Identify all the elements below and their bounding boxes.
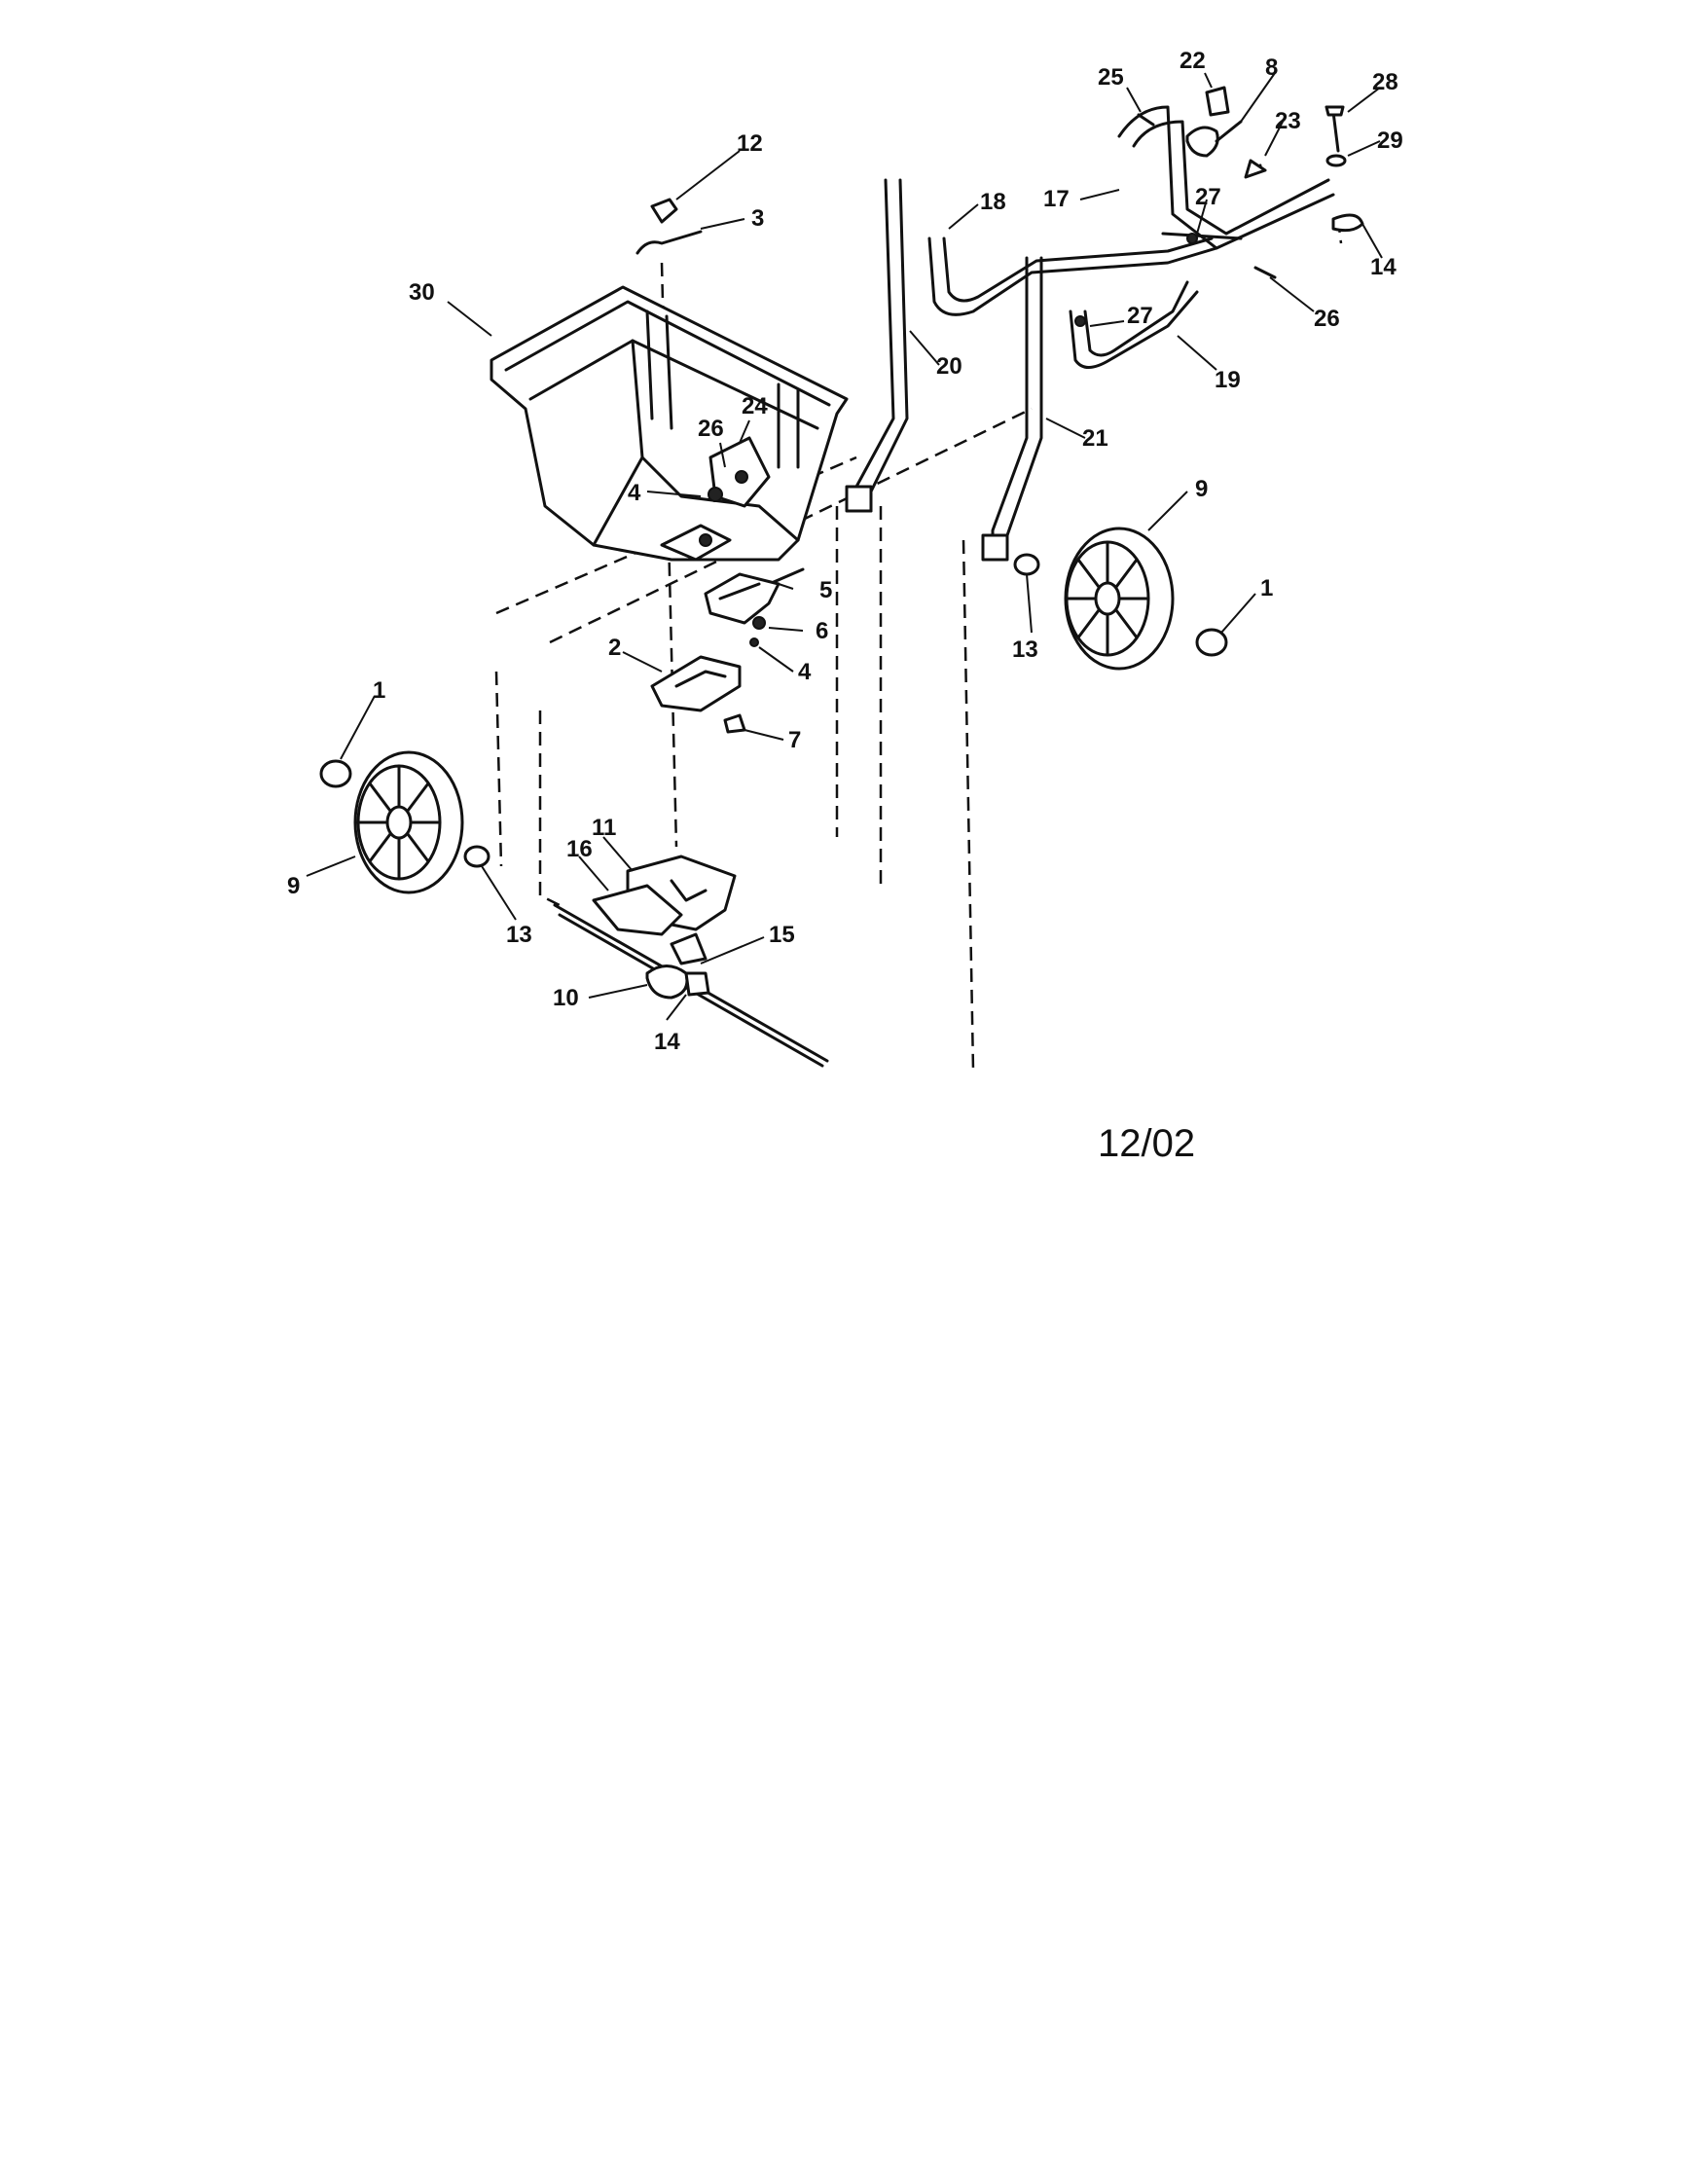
callout-9-right: 9 (1195, 476, 1208, 502)
callout-29: 29 (1377, 127, 1403, 154)
callout-16: 16 (566, 836, 593, 862)
callout-28: 28 (1372, 69, 1398, 95)
left-wheel (353, 750, 464, 894)
spreader-assembly (553, 855, 829, 1068)
callout-17: 17 (1043, 186, 1070, 212)
callout-10: 10 (553, 985, 579, 1011)
callout-7: 7 (788, 727, 801, 753)
callout-1-left: 1 (373, 677, 385, 704)
callout-3: 3 (751, 205, 764, 232)
callout-18: 18 (980, 189, 1006, 215)
callout-30: 30 (409, 279, 435, 306)
gate-parts (650, 567, 805, 734)
callout-9-left: 9 (287, 873, 300, 899)
callout-4-lower: 4 (798, 659, 812, 685)
callout-12: 12 (737, 130, 763, 157)
callout-5: 5 (819, 577, 832, 603)
frame-tubes (845, 105, 1335, 562)
callout-19: 19 (1215, 367, 1241, 393)
right-wheel (1064, 527, 1175, 671)
callout-23: 23 (1275, 108, 1301, 134)
callout-6: 6 (816, 618, 828, 644)
callout-4-upper: 4 (628, 480, 641, 506)
callout-11: 11 (592, 815, 616, 841)
callout-27-upper: 27 (1195, 184, 1221, 210)
callout-20: 20 (936, 353, 962, 380)
callout-15: 15 (769, 922, 795, 948)
callout-13-right: 13 (1012, 637, 1038, 663)
callout-13-left: 13 (506, 922, 532, 948)
callout-8: 8 (1265, 55, 1278, 81)
callout-2: 2 (608, 635, 621, 661)
agitator-parts (635, 198, 703, 255)
callout-leaders (306, 72, 1383, 1021)
callout-14-bottom: 14 (654, 1029, 680, 1055)
callout-14-top: 14 (1370, 254, 1397, 280)
callout-21: 21 (1082, 425, 1108, 452)
callout-25: 25 (1098, 64, 1124, 91)
callout-27-lower: 27 (1127, 303, 1153, 329)
hopper (490, 285, 849, 562)
callout-labels: 12 3 30 24 26 4 5 6 4 2 7 9 1 13 1 9 13 … (287, 48, 1403, 1055)
date-code: 12/02 (1098, 1122, 1195, 1165)
callout-1-right: 1 (1260, 575, 1273, 601)
callout-26-hopper: 26 (698, 416, 724, 442)
callout-22: 22 (1180, 48, 1206, 74)
callout-26-handle: 26 (1314, 306, 1340, 332)
callout-24: 24 (742, 393, 768, 419)
